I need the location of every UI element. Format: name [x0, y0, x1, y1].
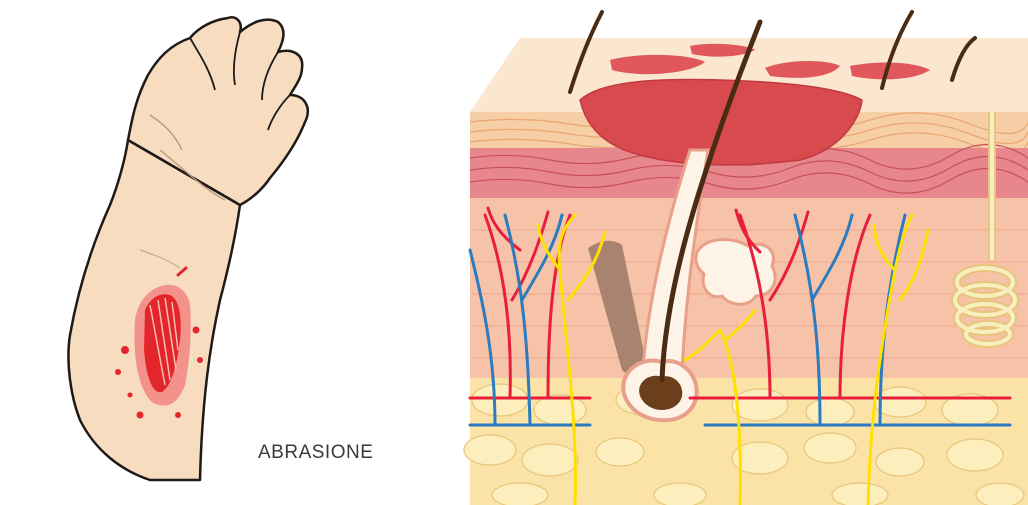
arm-illustration — [68, 17, 307, 480]
sebaceous-gland — [696, 240, 775, 305]
skin-cross-section-illustration — [464, 12, 1028, 505]
caption-label: ABRASIONE — [258, 442, 373, 464]
